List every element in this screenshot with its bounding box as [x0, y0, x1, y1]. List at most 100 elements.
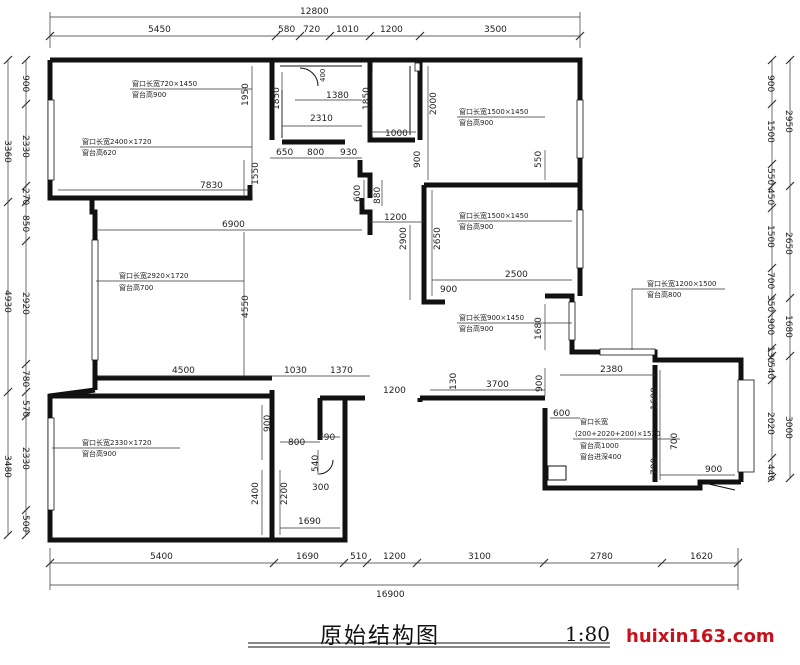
dim-int-880: 880 [373, 187, 383, 204]
wall-kitchen-south [542, 408, 741, 491]
dim-bottom-seg-6: 2780 [590, 552, 613, 562]
wall-north [50, 57, 583, 190]
dim-bottom-seg-2: 1690 [296, 552, 319, 562]
dim-int-1600: 1600 [650, 387, 660, 410]
dim-top-seg-3: 720 [303, 25, 320, 35]
wall-bath2 [272, 395, 348, 543]
dim-left-inner-4: 850 [20, 215, 30, 232]
dim-top-seg-2: 580 [278, 25, 295, 35]
dim-top-seg-5: 1200 [380, 25, 403, 35]
wall-closet [367, 60, 415, 143]
window-bedroom3-east [576, 209, 584, 269]
window-living-west [91, 239, 99, 361]
dim-right-inner-4: 450 [765, 188, 775, 205]
svg-text:窗台进深400: 窗台进深400 [580, 452, 621, 461]
dim-int-900d: 900 [705, 465, 722, 475]
dim-int-1850a: 1850 [272, 87, 282, 110]
dim-int-930: 930 [340, 148, 357, 158]
dim-int-1200a: 1200 [384, 213, 407, 223]
dim-int-1550: 1550 [251, 162, 261, 185]
dim-right-outer-2: 2650 [783, 232, 793, 255]
window-note-9: 窗口长宽 (200+2020+200)×1520 窗台高1000 窗台进深400 [573, 417, 680, 461]
window-note-8: 窗口长宽2330×1720 窗台高900 [52, 438, 180, 458]
dim-int-1200b: 1200 [383, 386, 406, 396]
wall-small-stub [357, 160, 373, 198]
window-bedroom2-east [576, 99, 584, 159]
drawing-title: 原始结构图 [320, 624, 441, 649]
svg-text:窗台高900: 窗台高900 [82, 449, 116, 458]
dim-int-2310: 2310 [310, 114, 333, 124]
dim-int-2000: 2000 [429, 92, 439, 115]
dim-int-1370: 1370 [330, 366, 353, 376]
dim-int-800b: 800 [288, 438, 305, 448]
wall-west-lower [47, 387, 272, 543]
svg-text:窗口长宽900×1450: 窗口长宽900×1450 [459, 313, 524, 322]
dim-left-outer-2: 4930 [2, 290, 12, 313]
dim-int-2380: 2380 [600, 365, 623, 375]
svg-text:窗台高1000: 窗台高1000 [580, 441, 619, 450]
window-note-4: 窗口长宽1500×1450 窗台高900 [457, 211, 572, 231]
dim-int-800: 800 [307, 148, 324, 158]
dim-int-4500: 4500 [172, 366, 195, 376]
wall-west-upper [47, 60, 98, 390]
dim-right-outer-3: 1680 [783, 315, 793, 338]
dim-int-2500: 2500 [505, 270, 528, 280]
window-kitchen-north [599, 348, 656, 356]
svg-text:(200+2020+200)×1520: (200+2020+200)×1520 [575, 430, 660, 438]
dim-left-inner-3: 270 [20, 188, 30, 205]
svg-text:窗台高900: 窗台高900 [132, 90, 166, 99]
dim-int-130: 130 [449, 373, 459, 390]
dim-int-900e: 900 [263, 415, 273, 432]
dim-bottom-seg-4: 1200 [383, 552, 406, 562]
dim-top-total: 12800 [300, 7, 329, 17]
svg-text:窗台高800: 窗台高800 [647, 290, 681, 299]
window-note-5: 窗口长宽2920×1720 窗台高700 [96, 271, 244, 292]
dim-int-790: 790 [318, 433, 335, 443]
dim-right-inner-12: 440 [765, 464, 775, 481]
dim-int-540: 540 [311, 455, 321, 472]
svg-text:窗口长宽2330×1720: 窗口长宽2330×1720 [82, 438, 152, 447]
window-bedroom4-west [47, 417, 55, 511]
dim-right-inner-8: 900 [765, 318, 775, 335]
dim-right-inner-2: 1500 [765, 120, 775, 143]
svg-text:窗口长宽: 窗口长宽 [580, 417, 608, 426]
window-note-7: 窗口长宽900×1450 窗台高900 [457, 313, 572, 333]
dim-right-outer-4: 3000 [783, 416, 793, 439]
dim-int-550: 550 [534, 151, 544, 168]
dim-int-900c: 900 [535, 375, 545, 392]
dim-int-1380: 1380 [326, 91, 349, 101]
dim-right-inner-7: 350 [765, 295, 775, 312]
wall-bedroom1-south [50, 185, 253, 201]
dim-right-inner-9: 130 [765, 346, 775, 363]
window-note-6: 窗口长宽1200×1500 窗台高800 [631, 279, 725, 350]
dim-left-inner-5: 2920 [20, 292, 30, 315]
dim-bottom-seg-3: 510 [350, 552, 367, 562]
dim-right-outer-1: 2950 [783, 110, 793, 133]
dim-left-inner-9: 500 [20, 515, 30, 532]
dim-int-6900: 6900 [222, 220, 245, 230]
dim-right-inner-10: 540 [765, 362, 775, 379]
svg-text:窗口长宽2920×1720: 窗口长宽2920×1720 [119, 271, 189, 280]
dim-int-300: 300 [312, 483, 329, 493]
dim-left-outer-3: 3480 [2, 455, 12, 478]
svg-text:窗口长宽2400×1720: 窗口长宽2400×1720 [82, 137, 152, 146]
dim-top-seg-4: 1010 [336, 25, 359, 35]
svg-text:窗台高900: 窗台高900 [459, 324, 493, 333]
dim-top-seg-1: 5450 [148, 25, 171, 35]
svg-text:窗口长宽1200×1500: 窗口长宽1200×1500 [647, 279, 717, 288]
dim-right-inner-5: 1500 [765, 225, 775, 248]
dim-left-inner-8: 2330 [20, 447, 30, 470]
svg-text:窗台高620: 窗台高620 [82, 148, 116, 157]
window-note-2: 窗口长宽2400×1720 窗台高620 [80, 137, 252, 157]
dim-int-7830: 7830 [200, 181, 223, 191]
svg-text:窗口长宽720×1450: 窗口长宽720×1450 [132, 79, 197, 88]
wall-mid-stub [359, 198, 373, 235]
window-note-1: 窗口长宽720×1450 窗台高900 [130, 79, 252, 99]
drawing-scale: 1:80 [565, 622, 610, 646]
dim-right-inner-6: 700 [765, 272, 775, 289]
dim-left-inner-6: 780 [20, 370, 30, 387]
dim-int-700a: 700 [670, 433, 680, 450]
dim-left-inner-7: 570 [20, 400, 30, 417]
dim-int-600: 600 [353, 185, 363, 202]
